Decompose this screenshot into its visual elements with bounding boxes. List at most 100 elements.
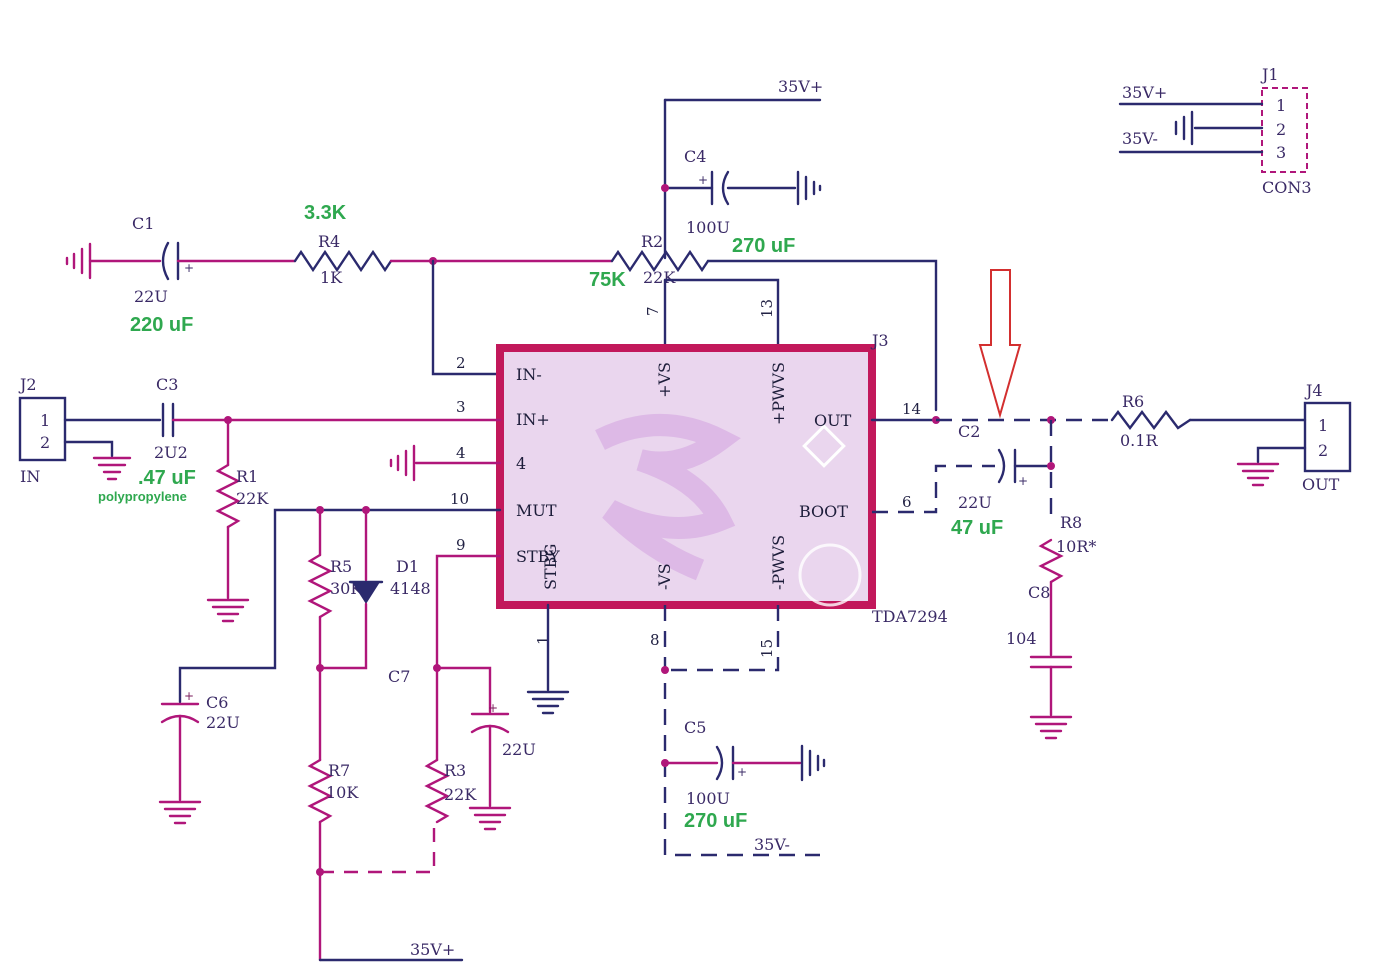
svg-text:+: + — [1018, 474, 1028, 488]
c2-capacitor: + — [997, 448, 1028, 488]
c4-value: 100U — [686, 218, 730, 237]
c7-ref: C7 — [388, 667, 410, 686]
r3-ref: R3 — [444, 761, 466, 780]
r8-resistor — [1038, 538, 1064, 584]
in-minus-wire — [431, 259, 502, 376]
c1-annotation: 220 uF — [130, 314, 193, 336]
c3-annotation-note: polypropylene — [98, 489, 187, 504]
r2-to-out-wire — [706, 259, 938, 412]
c1-ref: C1 — [132, 214, 154, 233]
c8-value: 104 — [1006, 629, 1037, 648]
pwvs-wire — [663, 278, 780, 350]
r4-value: 1K — [320, 268, 343, 287]
r2-ref: R2 — [641, 232, 663, 251]
j1-connector — [1261, 87, 1308, 173]
stby-wire — [435, 554, 502, 762]
c1-value: 22U — [134, 287, 168, 306]
r5-resistor — [307, 553, 333, 619]
r2-resistor — [610, 249, 710, 273]
pin-number: 6 — [902, 493, 912, 511]
d1-ref: D1 — [396, 557, 419, 576]
svg-text:+: + — [488, 701, 498, 715]
r4-annotation: 3.3K — [304, 202, 347, 224]
junction-dot — [661, 184, 669, 192]
d1-value: 4148 — [390, 579, 431, 598]
r3-return-wire — [320, 822, 436, 874]
c2-annotation: 47 uF — [951, 517, 1003, 539]
c8-ref: C8 — [1028, 583, 1050, 602]
out-gnd-wire — [1256, 446, 1307, 464]
neg-vs-wire — [663, 605, 820, 857]
j4-pin: 1 — [1318, 416, 1328, 435]
chip-part: TDA7294 — [872, 607, 948, 626]
chip-pin-label: STBY — [516, 547, 560, 566]
pin-number: 14 — [902, 400, 921, 418]
pin4-ground-symbol — [389, 444, 416, 482]
r7-ref: R7 — [328, 761, 350, 780]
j4-connector — [1303, 401, 1352, 473]
j1-label-plus: 35V+ — [1122, 83, 1167, 102]
top-rail-wires — [663, 98, 822, 260]
in-gnd-wire — [63, 440, 114, 458]
j1-label-minus: 35V- — [1122, 129, 1158, 148]
c5-ground-symbol — [800, 744, 826, 782]
svg-text:+: + — [184, 261, 194, 275]
pin-number: 10 — [450, 490, 469, 508]
pin-number: 1 — [534, 635, 552, 645]
c7-value: 22U — [502, 740, 536, 759]
junction-dot — [661, 666, 669, 674]
d1-wire-bottom — [318, 602, 368, 670]
chip-pin-label: OUT — [814, 411, 852, 430]
pin1-ground-symbol — [526, 690, 570, 715]
chip-pin-label: STBG — [541, 544, 560, 590]
r7-value: 10K — [326, 783, 359, 802]
rail-label-bottom: 35V- — [754, 835, 790, 854]
c6-value: 22U — [206, 713, 240, 732]
c5-annotation: 270 uF — [684, 810, 747, 832]
j1-pin: 2 — [1276, 120, 1286, 139]
r1-resistor — [215, 463, 241, 529]
rail-label-top: 35V+ — [778, 77, 823, 96]
c2-value: 22U — [958, 493, 992, 512]
j2-name: IN — [20, 467, 40, 486]
chip-ref: J3 — [870, 331, 889, 350]
r3-resistor — [424, 758, 450, 824]
c3-capacitor — [161, 402, 175, 438]
j1-ref: J1 — [1260, 65, 1279, 84]
r8-ref: R8 — [1060, 513, 1082, 532]
pin-number: 2 — [456, 354, 466, 372]
c6-ref: C6 — [206, 693, 228, 712]
chip-pin-label: +PWVS — [769, 362, 788, 425]
chip-pin-label: MUT — [516, 501, 557, 520]
chip-pin-label: 4 — [516, 454, 526, 473]
r2-annotation: 75K — [589, 269, 626, 291]
j1-ground-symbol — [1174, 110, 1194, 146]
c8-capacitor — [1029, 655, 1073, 669]
red-arrow-icon — [978, 269, 1022, 419]
chip-pin-label: +VS — [655, 362, 674, 398]
mute-wire — [178, 508, 502, 704]
r7-resistor — [307, 758, 333, 824]
j2-pin: 2 — [40, 433, 50, 452]
pin-number: 13 — [758, 299, 776, 318]
neg-pwvs-wire — [665, 605, 780, 672]
rail-label-bottom-left: 35V+ — [410, 940, 455, 959]
c3-value: 2U2 — [154, 443, 188, 462]
c4-annotation: 270 uF — [732, 235, 795, 257]
r1-ground-symbol — [206, 598, 250, 623]
out-ground-symbol — [1236, 462, 1280, 487]
c3-annotation: .47 uF — [138, 467, 196, 489]
j1-pin: 1 — [1276, 96, 1286, 115]
junction-dot — [1047, 462, 1055, 470]
c6-ground-symbol — [158, 800, 202, 825]
svg-text:+: + — [184, 689, 194, 703]
c7-ground-symbol — [468, 806, 512, 831]
c8-ground-symbol — [1029, 715, 1073, 740]
j1-pin: 3 — [1276, 143, 1286, 162]
r4-ref: R4 — [318, 232, 340, 251]
j2-connector — [18, 396, 67, 462]
r6-resistor — [1110, 410, 1192, 430]
pin-number: 15 — [758, 639, 776, 658]
r6-value: 0.1R — [1120, 431, 1158, 450]
c7-wire — [435, 666, 492, 714]
